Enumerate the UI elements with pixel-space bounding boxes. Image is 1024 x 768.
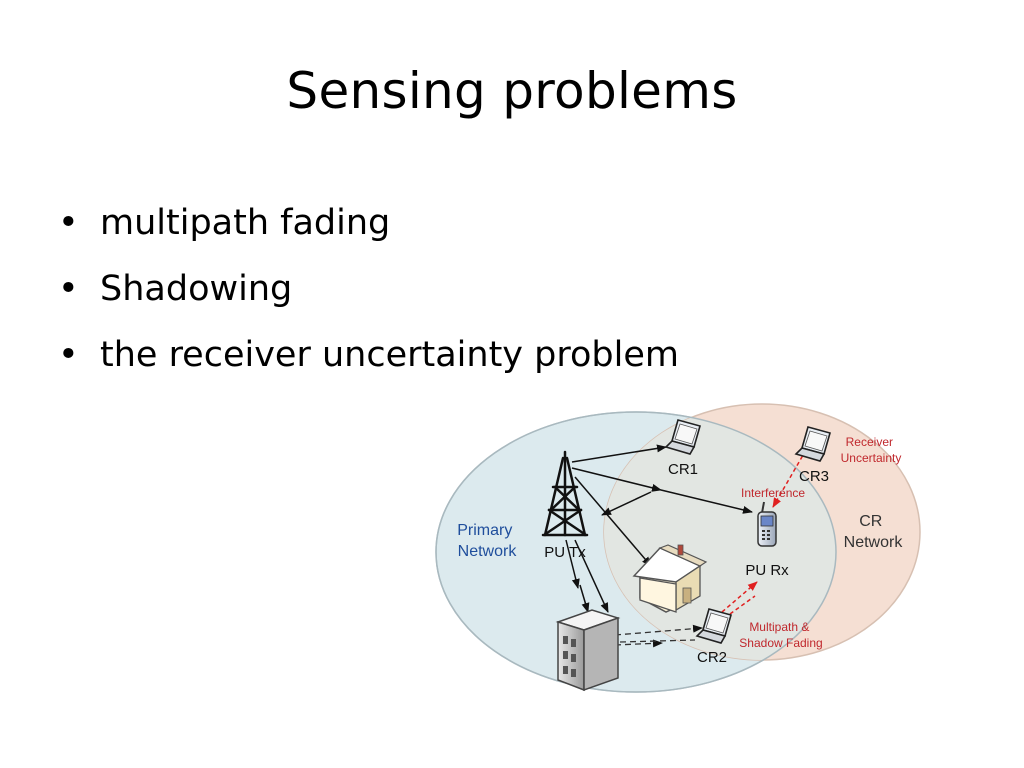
primary-network-label: Primary Network — [457, 522, 517, 560]
dashed-links — [614, 624, 703, 648]
interference-label: Interference — [741, 486, 805, 500]
primary-network-outline — [435, 411, 837, 693]
receiver-uncertainty-label: Receiver Uncertainty — [841, 435, 902, 465]
bullet-text: Shadowing — [100, 269, 293, 309]
signal-arrows — [565, 444, 753, 613]
bullet-item: • multipath fading — [58, 190, 679, 256]
bullet-list: • multipath fading • Shadowing • the receiv… — [58, 190, 679, 388]
bullet-text: multipath fading — [100, 203, 391, 243]
building-icon — [555, 609, 621, 692]
bullet-item: • the receiver uncertainty problem — [58, 322, 679, 388]
interference-arrows — [721, 449, 807, 615]
bullet-dot: • — [58, 335, 79, 375]
slide-title: Sensing problems — [286, 62, 738, 120]
laptop-cr3-icon — [794, 426, 831, 462]
pu-tx-label: PU Tx — [544, 544, 586, 561]
cr2-label: CR2 — [697, 649, 727, 666]
bullet-dot: • — [58, 203, 79, 243]
bullet-dot: • — [58, 269, 79, 309]
house-icon — [632, 544, 708, 613]
pu-tx-tower-icon — [541, 450, 589, 537]
multipath-label: Multipath & Shadow Fading — [739, 620, 822, 650]
laptop-cr2-icon — [695, 608, 732, 644]
cr1-label: CR1 — [668, 461, 698, 478]
cr3-label: CR3 — [799, 468, 829, 485]
cr-network-label: CR Network — [844, 513, 904, 551]
bullet-text: the receiver uncertainty problem — [100, 335, 679, 375]
laptop-cr1-icon — [664, 419, 701, 455]
pu-rx-label: PU Rx — [745, 562, 789, 579]
bullet-item: • Shadowing — [58, 256, 679, 322]
phone-icon — [757, 501, 777, 547]
